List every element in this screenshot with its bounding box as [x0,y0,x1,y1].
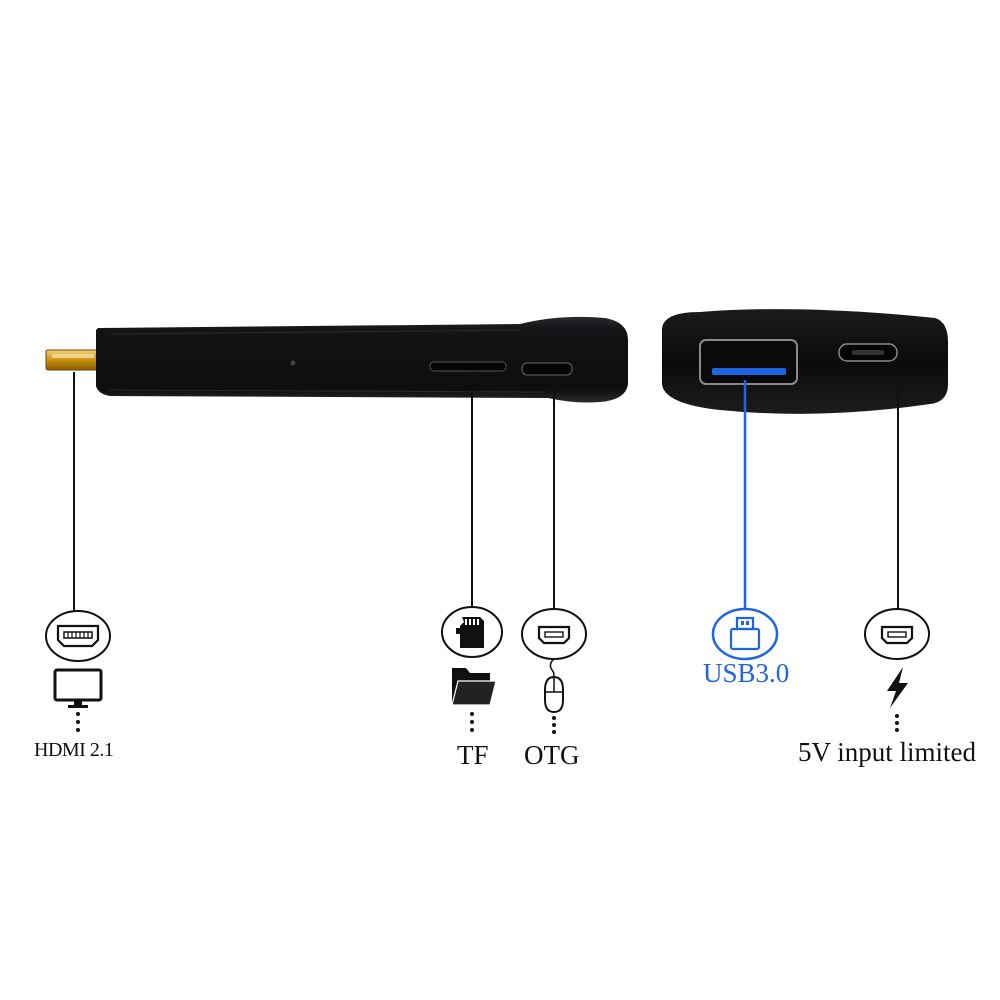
usb-label: USB3.0 [703,658,790,688]
folder-icon [451,668,497,706]
hdmi-port-icon [56,624,100,648]
device-body [96,316,628,403]
hdmi-label: HDMI 2.1 [34,739,114,761]
device-end-view [662,309,948,414]
tf-icon-group [441,606,503,732]
device-end-body [662,309,948,414]
micro-usb-port-icon [537,625,571,645]
lightning-icon [887,667,908,708]
tf-label: TF [457,740,489,770]
usb-plug-icon [729,616,761,651]
otg-icon-group [521,608,587,734]
otg-label: OTG [524,740,580,770]
hdmi-connector [45,349,99,371]
hdmi-icon-group [45,610,111,732]
usb-icon-group [711,607,779,661]
micro-usb-port-icon [880,625,914,645]
power-icon-group [864,608,930,732]
device-side-view [45,316,628,403]
usb3-port [699,339,798,385]
tf-slot [429,361,507,372]
power-label: 5V input limited [798,737,977,767]
otg-port [521,362,573,376]
sd-card-icon [456,617,484,648]
mouse-icon [544,675,564,714]
monitor-icon [53,668,103,708]
